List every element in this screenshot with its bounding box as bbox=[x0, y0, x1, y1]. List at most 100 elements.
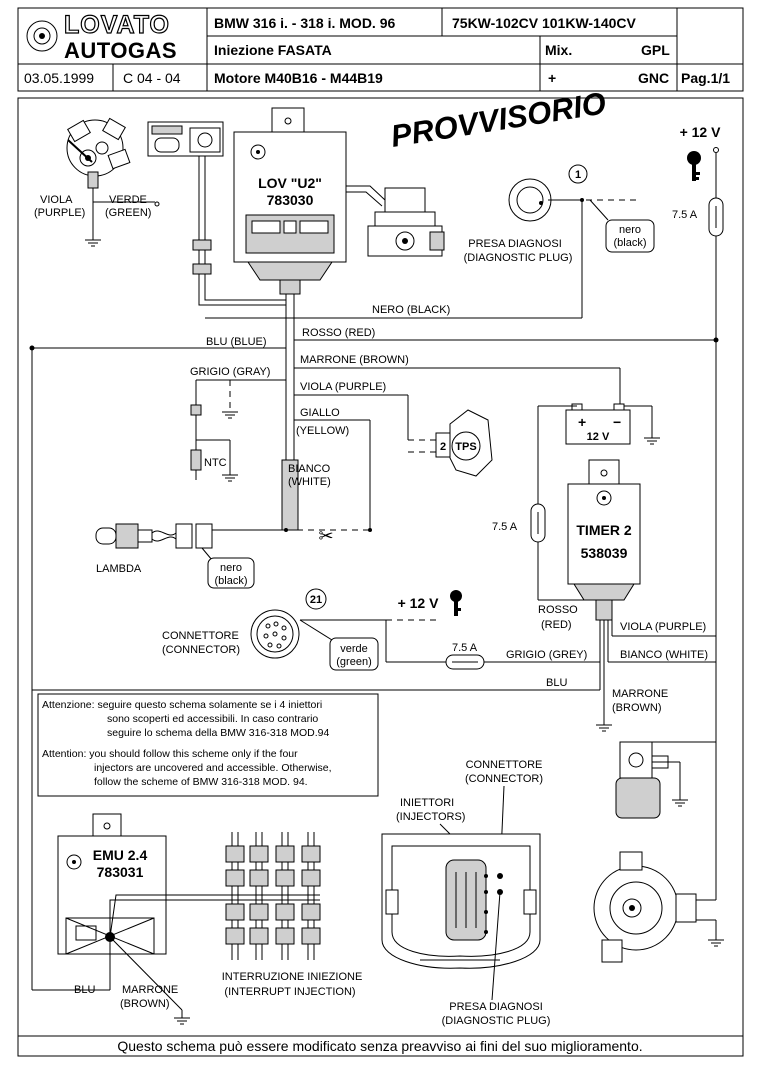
diagnostic-plug-top bbox=[508, 178, 640, 318]
interrupt-injection-label: (INTERRUPT INJECTION) bbox=[224, 986, 355, 998]
tps-sensor bbox=[435, 409, 493, 477]
v12-top-label: + 12 V bbox=[680, 124, 722, 140]
connector-21 bbox=[250, 609, 300, 659]
iniettori-label: INIETTORI bbox=[400, 797, 454, 809]
nero-callout-2: (black) bbox=[613, 237, 646, 249]
engine-block bbox=[381, 833, 541, 969]
notice-box: Attenzione: seguire questo schema solame… bbox=[37, 693, 379, 797]
lov-u2-unit bbox=[233, 107, 347, 295]
diagnostic-plug-label: (DIAGNOSTIC PLUG) bbox=[464, 252, 573, 264]
verde-label: VERDE bbox=[109, 194, 147, 206]
lambda-label: LAMBDA bbox=[96, 563, 142, 575]
viola-wire-label: VIOLA (PURPLE) bbox=[300, 381, 386, 393]
viola-label: VIOLA bbox=[40, 194, 73, 206]
nero-callout-1: nero bbox=[619, 224, 641, 236]
fuel-gnc: GNC bbox=[638, 70, 669, 86]
notice-en-3: follow the scheme of BMW 316-318 MOD. 94… bbox=[94, 776, 308, 788]
timer-rosso: ROSSO bbox=[538, 604, 578, 616]
brand-logo: LOVATO AUTOGAS bbox=[26, 10, 177, 63]
bianco-label: BIANCO bbox=[288, 463, 331, 475]
emu-unit bbox=[57, 813, 167, 955]
green-label: (GREEN) bbox=[105, 207, 151, 219]
gas-valve-right bbox=[615, 741, 669, 819]
timer-2-unit bbox=[567, 459, 641, 621]
interruzione-label: INTERRUZIONE INIEZIONE bbox=[222, 971, 363, 983]
verde-callout bbox=[329, 637, 379, 671]
marrone-emu-2: (BROWN) bbox=[120, 998, 170, 1010]
document-date: 03.05.1999 bbox=[24, 70, 94, 86]
lambda-nero-1: nero bbox=[220, 562, 242, 574]
vehicle-power: 75KW-102CV 101KW-140CV bbox=[452, 15, 637, 31]
lov-u2-code: 783030 bbox=[267, 192, 314, 208]
ground-symbol bbox=[644, 437, 660, 445]
giallo-label: GIALLO bbox=[300, 407, 340, 419]
diag-number: 1 bbox=[575, 169, 581, 181]
plus-sign: + bbox=[548, 70, 556, 86]
connettore-inj-1: CONNETTORE bbox=[466, 759, 543, 771]
tps-pin: 2 bbox=[440, 441, 446, 453]
notice-it-1: Attenzione: seguire questo schema solame… bbox=[42, 699, 322, 711]
ground-symbol bbox=[222, 411, 238, 419]
battery-12v bbox=[565, 403, 631, 445]
timer-red: (RED) bbox=[541, 619, 572, 631]
marrone-timer-1: MARRONE bbox=[612, 688, 668, 700]
timer-code: 538039 bbox=[581, 545, 628, 561]
engine-model: Motore M40B16 - M44B19 bbox=[214, 70, 383, 86]
notice-it-2: sono scoperti ed accessibili. In caso co… bbox=[107, 713, 318, 725]
notice-en-1: Attention: you should follow this scheme… bbox=[42, 748, 298, 760]
ground-symbol bbox=[596, 724, 612, 732]
presa-diagnosi-label: PRESA DIAGNOSI bbox=[468, 238, 562, 250]
timer-name: TIMER 2 bbox=[576, 522, 631, 538]
lambda-nero-callout bbox=[207, 557, 255, 589]
injectors-label: (INJECTORS) bbox=[396, 811, 465, 823]
footer-note: Questo schema può essere modificato senz… bbox=[117, 1038, 642, 1054]
battery-plus: + bbox=[578, 414, 586, 430]
map-sensor-icon bbox=[147, 121, 224, 157]
ground-symbol bbox=[85, 236, 101, 247]
gas-solenoid-valve bbox=[367, 187, 445, 257]
diag-number-circle bbox=[568, 164, 588, 184]
connector-number: 21 bbox=[310, 594, 322, 606]
marrone-timer-2: (BROWN) bbox=[612, 702, 662, 714]
injector-interrupt-connectors bbox=[225, 832, 321, 960]
connettore-inj-2: (CONNECTOR) bbox=[465, 773, 543, 785]
mix-label: Mix. bbox=[545, 42, 572, 58]
connector-label: (CONNECTOR) bbox=[162, 644, 240, 656]
gas-reducer bbox=[593, 851, 697, 963]
page-number: Pag.1/1 bbox=[681, 70, 730, 86]
scissors-icon: ✂ bbox=[318, 526, 333, 546]
fuse-grey-label: 7.5 A bbox=[452, 642, 478, 654]
blu-wire-label: BLU (BLUE) bbox=[206, 336, 267, 348]
diagram-frame bbox=[17, 97, 744, 1057]
distributor-icon bbox=[66, 117, 131, 189]
blu-emu-label: BLU bbox=[74, 984, 95, 996]
ignition-key-icon bbox=[687, 151, 701, 181]
timer-viola: VIOLA (PURPLE) bbox=[620, 621, 706, 633]
battery-minus: − bbox=[613, 414, 621, 430]
connector-number-circle bbox=[305, 588, 327, 610]
nero-callout bbox=[605, 219, 655, 253]
verde-callout-1: verde bbox=[340, 643, 368, 655]
lambda-probe bbox=[95, 523, 213, 549]
purple-label: (PURPLE) bbox=[34, 207, 85, 219]
vehicle-model: BMW 316 i. - 318 i. MOD. 96 bbox=[214, 15, 395, 31]
grigio-wire-label: GRIGIO (GRAY) bbox=[190, 366, 270, 378]
battery-voltage: 12 V bbox=[587, 431, 610, 443]
rosso-wire-label: ROSSO (RED) bbox=[302, 327, 375, 339]
emu-code: 783031 bbox=[97, 864, 144, 880]
lov-u2-name: LOV "U2" bbox=[258, 175, 322, 191]
presa-diagnosi-b-1: PRESA DIAGNOSI bbox=[449, 1001, 543, 1013]
notice-en-2: injectors are uncovered and accessible. … bbox=[94, 762, 332, 774]
injection-type: Iniezione FASATA bbox=[214, 42, 332, 58]
fuse-timer-label: 7.5 A bbox=[492, 521, 518, 533]
marrone-wire-label: MARRONE (BROWN) bbox=[300, 354, 409, 366]
nero-wire-label: NERO (BLACK) bbox=[372, 304, 450, 316]
v12-mid-label: + 12 V bbox=[398, 595, 440, 611]
timer-bianco: BIANCO (WHITE) bbox=[620, 649, 708, 661]
ntc-label: NTC bbox=[204, 457, 227, 469]
fuse-top-label: 7.5 A bbox=[672, 209, 698, 221]
ground-symbol bbox=[708, 920, 724, 947]
ignition-key-icon-2 bbox=[450, 590, 462, 616]
marrone-emu-1: MARRONE bbox=[122, 984, 178, 996]
